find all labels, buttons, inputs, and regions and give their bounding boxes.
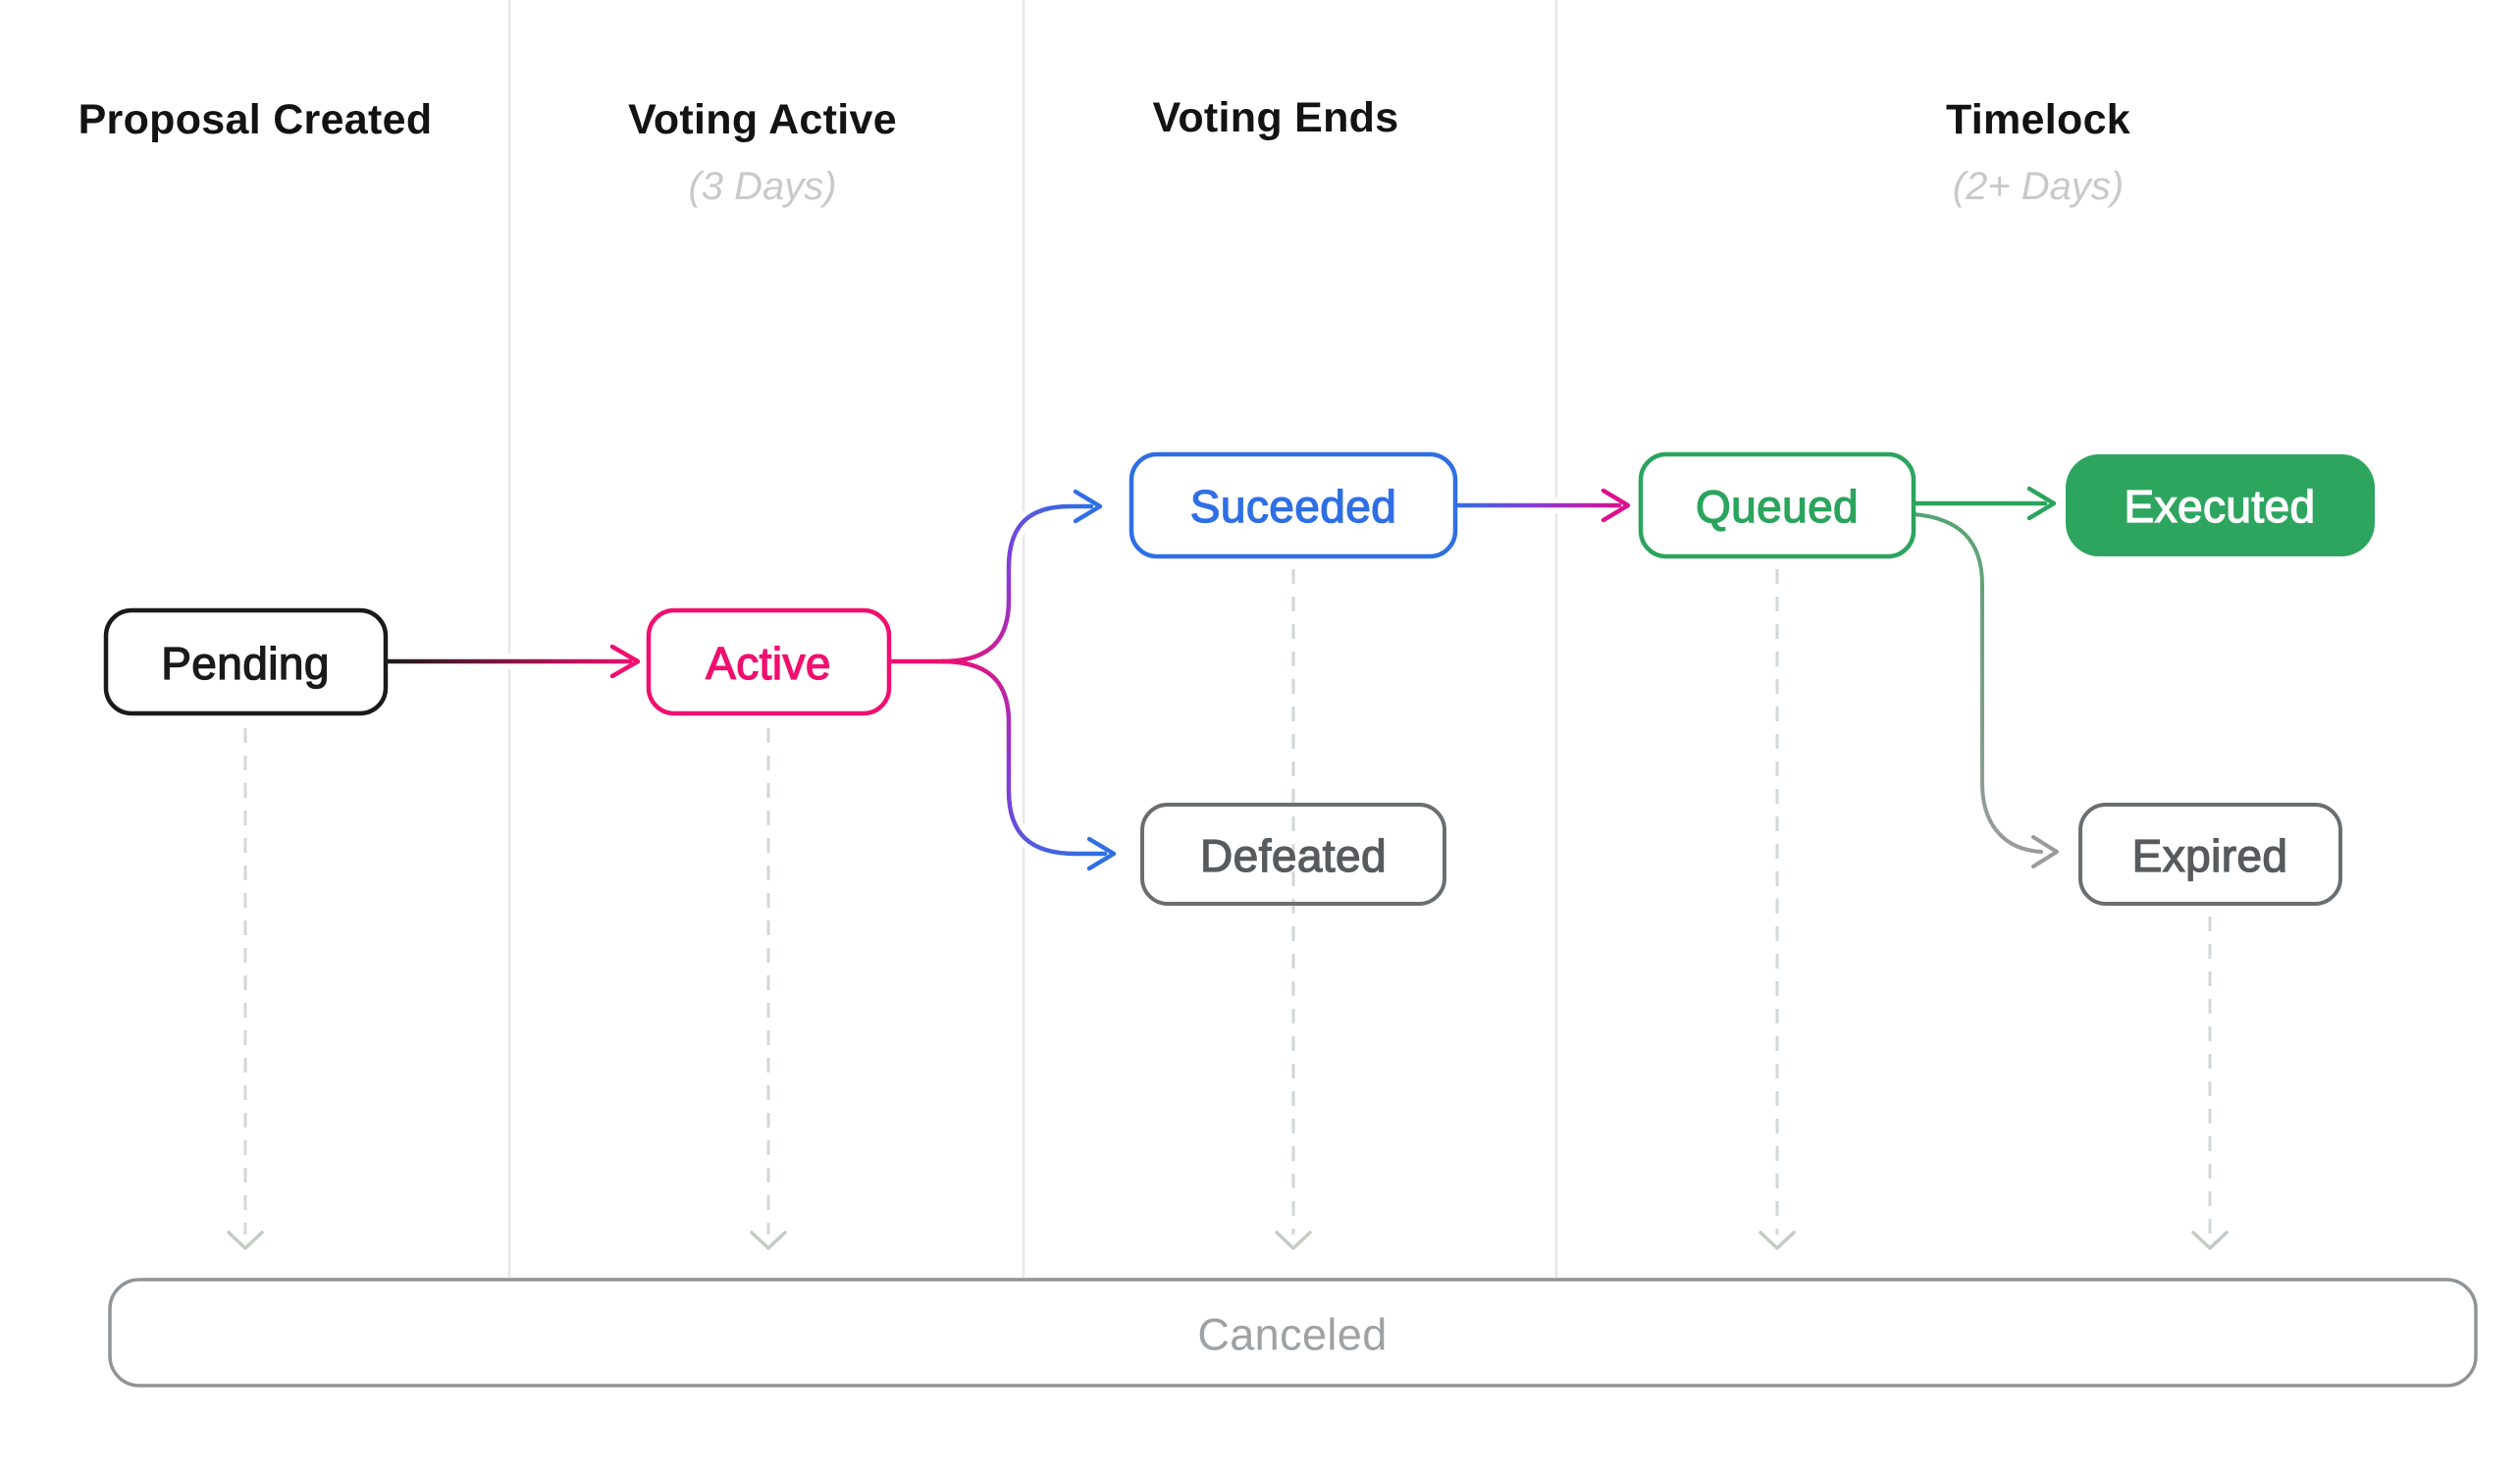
- arrow-queued-to-expired: [1912, 512, 2043, 854]
- drop-arrowhead-icon: [1275, 1231, 1312, 1250]
- node-pending: Pending: [103, 607, 389, 716]
- drop-arrowhead-icon: [2191, 1231, 2229, 1250]
- node-executed-label: Executed: [2125, 481, 2316, 532]
- drop-arrowhead-icon: [227, 1231, 264, 1250]
- node-pending-box: [103, 607, 389, 716]
- arrow-active-to-succeeded: [939, 503, 1094, 664]
- arrows: [383, 486, 2059, 871]
- header-timelock-duration: (2+ Days): [1953, 165, 2125, 208]
- arrowhead-icon: [609, 644, 641, 679]
- node-active-label: Active: [706, 638, 831, 689]
- drop-arrowhead-icon: [1759, 1231, 1796, 1250]
- arrowhead-icon: [2031, 835, 2059, 868]
- node-succeeded: Suceeded: [1129, 451, 1458, 559]
- node-active-box: [646, 607, 892, 716]
- header-voting-ends: Voting Ends: [1153, 94, 1399, 141]
- node-queued: Queued: [1638, 451, 1916, 559]
- node-expired-box: [2078, 803, 2342, 906]
- node-pending-label: Pending: [161, 638, 330, 689]
- node-succeeded-label: Suceeded: [1190, 481, 1396, 532]
- node-expired-label: Expired: [2132, 830, 2288, 881]
- node-defeated-label: Defeated: [1200, 830, 1387, 881]
- state-nodes: Pending Active Suceeded Defeated Queued …: [103, 451, 2375, 906]
- node-queued-label: Queued: [1696, 481, 1859, 532]
- header-proposal-created: Proposal Created: [79, 96, 433, 143]
- header-voting-active: Voting Active: [628, 96, 897, 143]
- arrowhead-icon: [2026, 486, 2057, 521]
- node-defeated: Defeated: [1140, 803, 1446, 906]
- header-voting-active-duration: (3 Days): [688, 165, 836, 208]
- arrow-active-to-defeated: [939, 658, 1108, 857]
- column-separators: [507, 0, 1558, 1278]
- node-active: Active: [646, 607, 892, 716]
- column-headers: Proposal Created Voting Active (3 Days) …: [79, 94, 2130, 208]
- node-executed-box: [2066, 454, 2375, 556]
- drop-arrowhead-icon: [750, 1231, 787, 1250]
- arrowhead-icon: [1086, 836, 1117, 871]
- node-expired: Expired: [2078, 803, 2342, 906]
- canceled-bar-box: [108, 1278, 2478, 1388]
- node-executed: Executed: [2066, 454, 2375, 556]
- header-timelock: Timelock: [1946, 96, 2130, 143]
- node-defeated-box: [1140, 803, 1446, 906]
- canceled-bar-label: Canceled: [1197, 1310, 1387, 1360]
- node-succeeded-box: [1129, 451, 1458, 559]
- cancel-drop-lines: [227, 569, 2229, 1250]
- arrowhead-icon: [1601, 488, 1631, 523]
- canceled-bar: Canceled: [108, 1278, 2478, 1388]
- node-queued-box: [1638, 451, 1916, 559]
- arrowhead-icon: [1073, 489, 1103, 524]
